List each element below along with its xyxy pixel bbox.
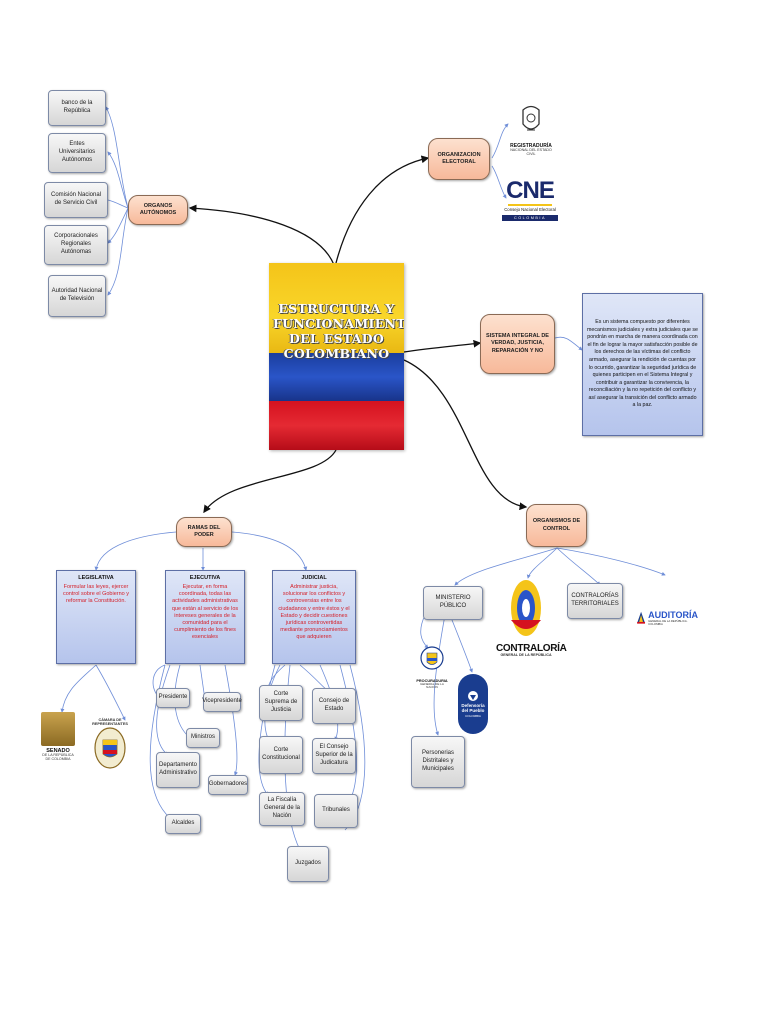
senado-emblem-icon (41, 712, 75, 746)
leaf-gobernadores[interactable]: Gobernadores (208, 775, 248, 795)
registraduria-logo: REGISTRADURÍA NACIONAL DEL ESTADO CIVIL (508, 104, 554, 158)
sistema-integral-node[interactable]: SISTEMA INTEGRAL DE VERDAD, JUSTICIA, RE… (480, 314, 555, 374)
shield-icon (522, 105, 540, 131)
cne-logo: CNE Consejo Nacional Electoral COLOMBIA (502, 178, 558, 236)
senado-sub: DE LA REPÚBLICA DE COLOMBIA (42, 753, 74, 761)
auditoria-mark-icon (637, 611, 646, 624)
organizacion-electoral-node[interactable]: ORGANIZACION ELECTORAL (428, 138, 490, 180)
procuraduria-logo: PROCURADURIA GENERAL DE LA NACIÓN (416, 642, 448, 706)
leaf-vicepresidente[interactable]: Vicepresidente (202, 692, 242, 712)
rama-ejecutiva-box[interactable]: EJECUTIVA Ejecutar, en forma coordinada,… (165, 570, 245, 664)
registraduria-sub: NACIONAL DEL ESTADO CIVIL (510, 148, 552, 156)
camara-logo: CÁMARA DE REPRESENTANTES (92, 718, 128, 780)
central-topic-flag: ESTRUCTURA Y FUNCIONAMIENTO DEL ESTADO C… (269, 263, 404, 450)
link-center-ramas (203, 449, 337, 514)
organismos-control-node[interactable]: ORGANISMOS DE CONTROL (526, 504, 587, 547)
cne-abbr: CNE (506, 177, 555, 204)
defensoria-shield-icon (468, 690, 478, 701)
defensoria-logo: Defensoría del Pueblo COLOMBIA (458, 674, 490, 736)
ejecutiva-title: EJECUTIVA (189, 575, 221, 581)
leaf-corte-suprema[interactable]: Corte Suprema de Justicia (259, 685, 303, 721)
defensoria-sub: COLOMBIA (465, 714, 481, 719)
link-center-sistema (403, 339, 482, 353)
cne-country: COLOMBIA (502, 214, 558, 221)
ramas-poder-node[interactable]: RAMAS DEL PODER (176, 517, 232, 547)
leaf-personerias[interactable]: Personerias Distritales y Municipales (411, 736, 465, 788)
rama-judicial-box[interactable]: JUDICIAL Administrar justicia, soluciona… (272, 570, 356, 664)
contraloria-name: CONTRALORÍA (496, 643, 567, 654)
contraloria-sub: GENERAL DE LA REPÚBLICA (500, 653, 552, 657)
organos-autonomos-node[interactable]: ORGANOS AUTÓNOMOS (128, 195, 188, 225)
registraduria-name: REGISTRADURÍA (510, 143, 552, 149)
legislativa-title: LEGISLATIVA (78, 575, 114, 581)
sistema-integral-description: Es un sistema compuesto por diferentes m… (582, 293, 703, 436)
leaf-presidente[interactable]: Presidente (156, 688, 190, 708)
camara-name: CÁMARA DE REPRESENTANTES (92, 718, 128, 727)
leaf-contralorias-territoriales[interactable]: CONTRALORÍAS TERRITORIALES (567, 583, 623, 619)
ejecutiva-desc: Ejecutar, en forma coordinada, todas las… (171, 584, 239, 641)
leaf-alcaldes[interactable]: Alcaldes (165, 814, 201, 834)
crest-icon (94, 727, 126, 769)
auditoria-name: AUDITORÍA (648, 609, 698, 620)
contraloria-logo: CONTRALORÍA GENERAL DE LA REPÚBLICA (496, 578, 567, 668)
leaf-tribunales[interactable]: Tribunales (314, 794, 358, 828)
leaf-consejo-estado[interactable]: Consejo de Estado (312, 688, 356, 724)
senado-logo: SENADO DE LA REPÚBLICA DE COLOMBIA (40, 712, 76, 776)
leaf-corte-constitucional[interactable]: Corte Constitucional (259, 736, 303, 774)
procuraduria-crest-icon (420, 646, 444, 670)
leaf-departamento-administrativo[interactable]: Departamento Administrativo (156, 752, 200, 788)
contraloria-emblem-icon (511, 580, 541, 636)
leaf-consejo-superior[interactable]: El Consejo Superior de la Judicatura (312, 738, 356, 774)
rama-legislativa-box[interactable]: LEGISLATIVA Formular las leyes, ejercer … (56, 570, 136, 664)
auditoria-logo: AUDITORÍA GENERAL DE LA REPÚBLICA · COLO… (636, 598, 698, 638)
procuraduria-name: PROCURADURIA (416, 679, 448, 683)
procuraduria-sub: GENERAL DE LA NACIÓN (420, 682, 444, 690)
judicial-desc: Administrar justicia, solucionar los con… (278, 584, 350, 641)
link-center-organos (188, 204, 335, 266)
leaf-fiscalia[interactable]: La Fiscalía General de la Nación (259, 792, 305, 826)
judicial-title: JUDICIAL (301, 575, 327, 581)
senado-name: SENADO (46, 748, 70, 754)
central-title: ESTRUCTURA Y FUNCIONAMIENTO DEL ESTADO C… (273, 301, 404, 361)
defensoria-name: Defensoría del Pueblo (461, 702, 485, 713)
leaf-autoridad-television[interactable]: Autoridad Nacional de Televisión (48, 275, 106, 317)
leaf-juzgados[interactable]: Juzgados (287, 846, 329, 882)
leaf-corporaciones-regionales[interactable]: Corporacionales Regionales Autónomas (44, 225, 108, 265)
link-center-electoral (335, 155, 430, 264)
leaf-banco-republica[interactable]: banco de la República (48, 90, 106, 126)
leaf-entes-universitarios[interactable]: Entes Universitarios Autónomos (48, 133, 106, 173)
legislativa-desc: Formular las leyes, ejercer control sobr… (62, 584, 130, 605)
cne-name: Consejo Nacional Electoral (504, 207, 556, 212)
leaf-ministros[interactable]: Ministros (186, 728, 220, 748)
leaf-ministerio-publico[interactable]: MINISTERIO PÚBLICO (423, 586, 483, 620)
link-center-control (403, 359, 528, 511)
leaf-comision-servicio-civil[interactable]: Comisión Nacional de Servicio Civil (44, 182, 108, 218)
auditoria-sub: GENERAL DE LA REPÚBLICA · COLOMBIA (648, 618, 689, 626)
